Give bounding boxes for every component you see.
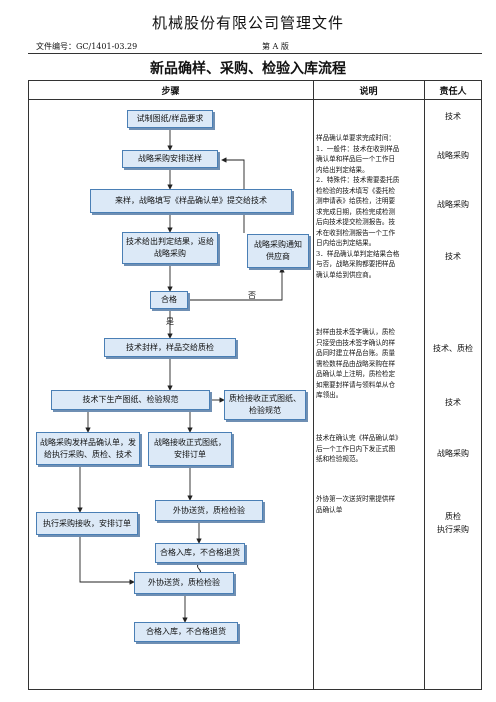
document-number: 文件编号：GC/1401-03.29 [36,42,138,51]
column-divider-steps [313,80,314,690]
explain-sample-timeline: 样品确认单要求完成时间：1．一般件：技术在收到样品确认单和样品后一个工作日 内给… [316,134,400,279]
owner-technical-2: 技术 [445,252,461,261]
explain-seal-sample: 封样由技术签字确认，质检只接受由技术签字确认的样品同时建立样品台账。质量 需检数… [316,328,396,399]
owner-qc: 质检 [445,512,461,521]
process-table [28,80,482,690]
step-distribute-confirm-form: 战略采购发样品确认单，发给执行采购、质检、技术 [36,432,140,465]
step-qc-receive-drawings: 质检接收正式图纸、检验规范 [224,390,306,420]
document-version: 第 A 版 [262,42,289,51]
header-divider [28,53,482,54]
step-delivery-inspection-2: 外协送货，质检检验 [134,572,234,594]
branch-no-label: 否 [248,291,256,300]
branch-yes-label: 是 [166,317,174,326]
owner-strategy-2: 战略采购 [437,200,469,209]
arrow-no-branch [188,267,285,301]
step-notify-supplier: 战略采购通知供应商 [247,234,309,268]
step-sample-confirm-form: 来样，战略填写《样品确认单》提交给技术 [90,189,292,213]
owner-technical-1: 技术 [445,112,461,121]
owner-strategy-3: 战略采购 [437,449,469,458]
step-technical-judgement: 技术给出判定结果，返给战略采购 [122,232,218,264]
explain-issue-drawings: 技术在确认完《样品确认单》后一个工作日内下发正式图纸和检验规范。 [316,434,402,463]
step-trial-drawing: 试制图纸/样品要求 [127,110,213,128]
column-divider-explain [424,80,425,690]
step-arrange-samples: 战略采购安排送样 [122,150,218,168]
column-header-owner: 责任人 [439,87,467,97]
owner-technical-qc: 技术、质检 [433,344,473,353]
company-header: 机械股份有限公司管理文件 [151,14,344,32]
step-execution-receive: 执行采购接收，安排订单 [36,512,138,535]
step-strategy-arrange-order: 战略接收正式图纸，安排订单 [148,432,232,466]
step-seal-sample: 技术封样，样品交给质检 [104,338,236,357]
step-storage-return-2: 合格入库，不合格退货 [134,622,238,642]
column-header-explain: 说明 [359,87,378,97]
table-header-row [28,80,482,100]
column-header-steps: 步骤 [161,87,180,97]
step-storage-return-1: 合格入库，不合格退货 [155,543,245,563]
page-title: 新品确样、采购、检验入库流程 [150,61,346,77]
owner-execution: 执行采购 [437,525,469,534]
step-delivery-inspection-1: 外协送货，质检检验 [155,500,263,521]
step-issue-drawings: 技术下生产图纸、检验规范 [51,390,210,410]
owner-strategy-1: 战略采购 [437,151,469,160]
owner-technical-3: 技术 [445,398,461,407]
explain-first-delivery: 外协第一次送货时需提供样品确认单 [316,495,396,514]
arrow-n13-n15 [79,535,135,585]
step-qualified-decision: 合格 [150,291,188,309]
